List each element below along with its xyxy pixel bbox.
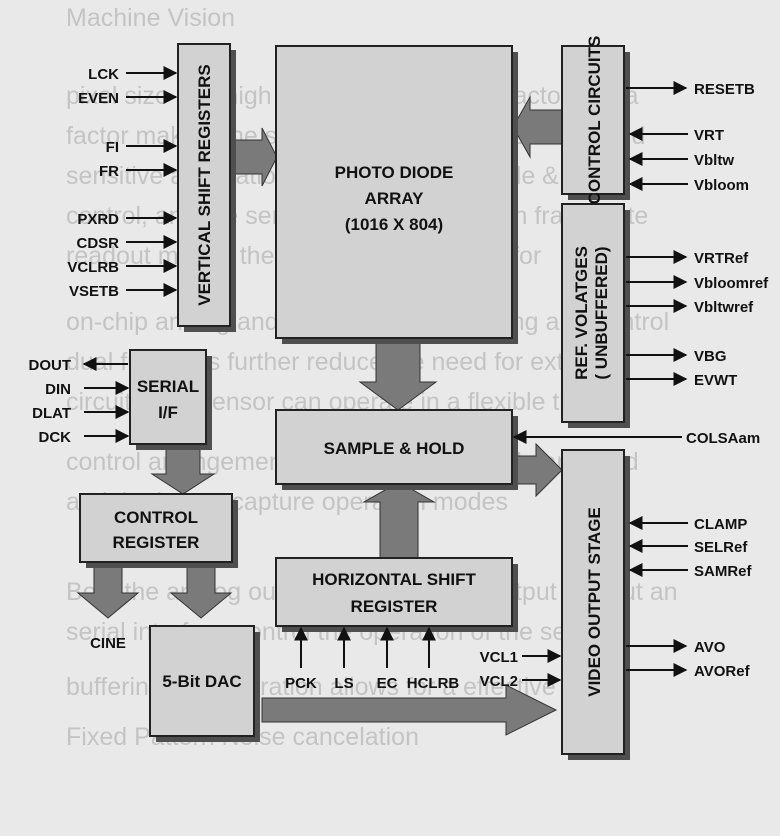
signal-vcl1: VCL1	[480, 649, 518, 666]
arrow-vsr-to-array	[231, 127, 278, 187]
signal-vbloom: Vbloom	[694, 177, 749, 194]
signal-cine: CINE	[90, 635, 126, 652]
signal-lck: LCK	[88, 66, 119, 83]
arrow-ctrlreg-to-cine	[76, 564, 140, 619]
sample-hold-block	[275, 409, 513, 485]
arrow-ctrlreg-to-dac	[169, 564, 233, 619]
signal-avo: AVO	[694, 639, 726, 656]
signal-colsaam: COLSAam	[686, 430, 760, 447]
signal-dout: DOUT	[29, 357, 72, 374]
signal-pxrd: PXRD	[77, 211, 119, 228]
signal-vrtref: VRTRef	[694, 250, 749, 267]
signal-evwt: EVWT	[694, 372, 737, 389]
control-register-block	[79, 493, 233, 563]
ref-voltages-block	[561, 203, 625, 423]
signal-vclrb: VCLRB	[67, 259, 119, 276]
signal-vbltwref: Vbltwref	[694, 299, 754, 316]
ref-voltages-sublabel: ( UNBUFFERED)	[592, 246, 611, 379]
sample-hold-label: SAMPLE & HOLD	[324, 439, 465, 458]
arrow-serial-to-ctrlreg	[150, 445, 216, 495]
signal-samref: SAMRef	[694, 563, 753, 580]
signal-din: DIN	[45, 381, 71, 398]
signal-cdsr: CDSR	[76, 235, 119, 252]
hsr-label: REGISTER	[351, 597, 438, 616]
signal-hclrb: HCLRB	[407, 675, 460, 692]
control-circuits-label: CONTROL CIRCUITS	[585, 36, 604, 205]
horizontal-shift-register-block	[275, 557, 513, 627]
vsr-label: VERTICAL SHIFT REGISTERS	[195, 64, 214, 306]
arrow-control-to-array	[512, 95, 563, 159]
bg-text-line: Machine Vision	[66, 4, 235, 32]
block-arrows	[76, 95, 563, 736]
photo-array-label: PHOTO DIODE	[335, 163, 454, 182]
control-register-label: CONTROL	[114, 508, 198, 527]
signal-labels: LCK EVEN FI FR PXRD CDSR VCLRB VSETB DOU…	[29, 66, 770, 692]
arrow-dac-to-video	[261, 684, 558, 736]
signal-lines	[82, 66, 688, 687]
ref-voltages-label: REF. VOLATGES	[572, 246, 591, 380]
signal-vrt: VRT	[694, 127, 724, 144]
photo-array-label: ARRAY	[365, 189, 425, 208]
signal-vbloomref: Vbloomref	[694, 275, 769, 292]
serial-if-label: I/F	[158, 403, 178, 422]
dac-label: 5-Bit DAC	[162, 672, 241, 691]
video-output-stage-block	[561, 449, 625, 755]
serial-if-label: SERIAL	[137, 377, 199, 396]
photo-diode-array-block	[275, 45, 513, 339]
signal-even: EVEN	[78, 90, 119, 107]
signal-dlat: DLAT	[32, 405, 71, 422]
signal-vbg: VBG	[694, 348, 727, 365]
hsr-label: HORIZONTAL SHIFT	[312, 570, 476, 589]
signal-fr: FR	[99, 163, 119, 180]
signal-fi: FI	[106, 139, 119, 156]
signal-ec: EC	[377, 675, 398, 692]
signal-vbltw: Vbltw	[694, 152, 734, 169]
signal-vsetb: VSETB	[69, 283, 119, 300]
arrow-array-to-sh	[358, 337, 438, 411]
dac-block	[149, 625, 255, 737]
signal-clamp: CLAMP	[694, 516, 747, 533]
blocks	[79, 43, 630, 760]
signal-pck: PCK	[285, 675, 317, 692]
vertical-shift-registers-block	[177, 43, 231, 327]
bg-text-line: buffering, the operation allows for a ef…	[66, 673, 556, 701]
signal-resetb: RESETB	[694, 81, 755, 98]
photo-array-size: (1016 X 804)	[345, 215, 443, 234]
signal-avoref: AVORef	[694, 663, 751, 680]
video-output-label: VIDEO OUTPUT STAGE	[585, 507, 604, 697]
control-register-label: REGISTER	[113, 533, 200, 552]
signal-selref: SELRef	[694, 539, 748, 556]
block-labels: VERTICAL SHIFT REGISTERS PHOTO DIODE ARR…	[113, 36, 611, 697]
arrow-hsr-to-sh	[362, 481, 436, 559]
control-circuits-block	[561, 45, 625, 195]
serial-if-block	[129, 349, 207, 445]
signal-dck: DCK	[39, 429, 72, 446]
signal-vcl2: VCL2	[480, 673, 518, 690]
signal-ls: LS	[334, 675, 353, 692]
